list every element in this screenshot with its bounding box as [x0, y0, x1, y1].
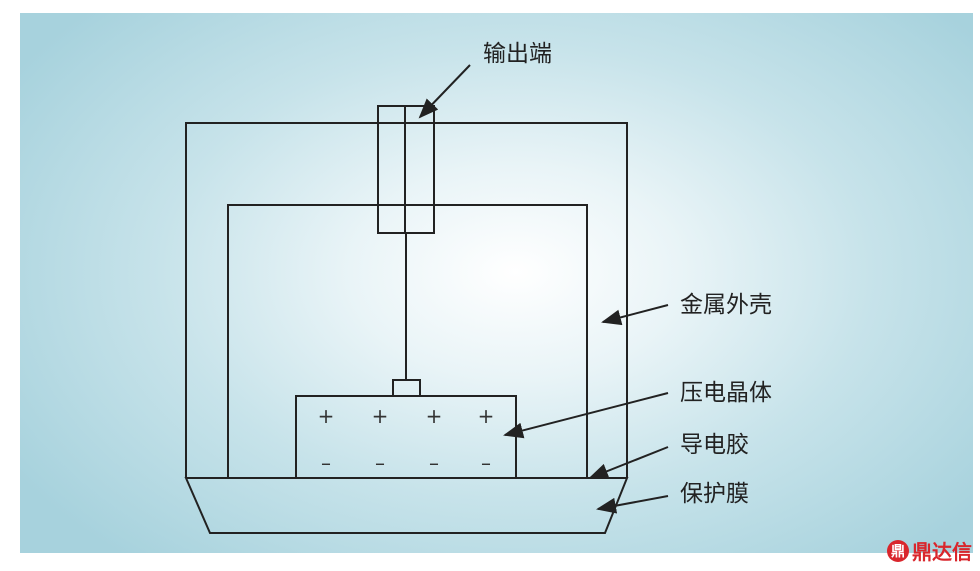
minus-sign: –: [321, 451, 331, 475]
leader-output: [418, 64, 471, 119]
plus-sign: +: [318, 404, 335, 428]
label-film: 保护膜: [680, 481, 749, 507]
diagram-panel: [20, 13, 973, 553]
crystal-electrode: [392, 379, 421, 397]
plus-sign: +: [478, 404, 495, 428]
leader-glue: [588, 446, 669, 479]
brand-logo: 鼎 鼎达信: [887, 536, 972, 565]
leader-film: [596, 495, 669, 514]
logo-icon: 鼎: [887, 539, 909, 562]
inner-shell: [227, 204, 588, 478]
minus-sign: –: [375, 451, 385, 475]
leader-shell: [601, 304, 669, 326]
minus-sign: –: [481, 451, 491, 475]
label-glue: 导电胶: [680, 432, 749, 458]
leader-crystal: [503, 392, 669, 439]
plus-sign: +: [426, 404, 443, 428]
label-output: 输出端: [483, 41, 552, 67]
logo-text: 鼎达信: [912, 540, 972, 564]
minus-sign: –: [429, 451, 439, 475]
outer-shell: [185, 122, 628, 478]
plus-sign: +: [372, 404, 389, 428]
label-crystal: 压电晶体: [680, 380, 772, 406]
protective-film: [184, 477, 629, 534]
label-shell: 金属外壳: [680, 292, 772, 318]
